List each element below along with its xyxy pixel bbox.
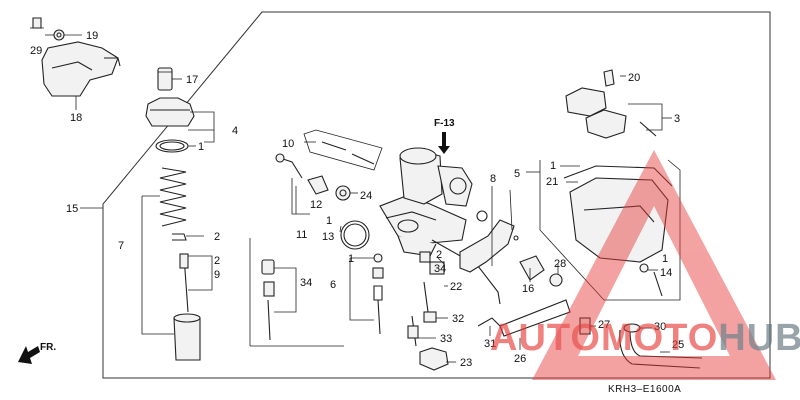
callout-1e: 1: [662, 253, 668, 265]
callout-2b: 2: [214, 255, 220, 267]
callout-25: 25: [672, 339, 684, 351]
callout-32: 32: [452, 313, 464, 325]
callout-8: 8: [490, 173, 496, 185]
watermark: AUTOMOTOHUB: [490, 150, 800, 380]
callout-13: 13: [322, 231, 334, 243]
callout-4: 4: [232, 125, 238, 137]
callout-11: 11: [296, 229, 307, 241]
callout-1d: 1: [550, 160, 556, 172]
callout-29: 29: [30, 45, 42, 57]
callout-7: 7: [118, 240, 124, 252]
callout-24: 24: [360, 190, 372, 202]
filter-parts: [565, 69, 657, 139]
reference-label: F-13: [434, 118, 455, 129]
callout-15: 15: [66, 203, 78, 215]
callout-10: 10: [282, 138, 294, 150]
throttle-spring: [159, 167, 187, 227]
callout-21: 21: [546, 176, 558, 188]
callout-6: 6: [330, 279, 336, 291]
watermark-part-auto: AUTO: [490, 317, 601, 359]
callout-34b: 34: [434, 263, 446, 275]
callout-30: 30: [654, 321, 666, 333]
watermark-triangle-icon: [532, 150, 776, 380]
callout-3: 3: [674, 113, 680, 125]
throttle-slide: [173, 317, 201, 361]
spring-needle-slide-group: [159, 167, 201, 361]
callout-1b: 1: [326, 215, 332, 227]
diagram-frame: [102, 11, 771, 379]
watermark-part-hub: HUB: [718, 317, 800, 359]
callout-19: 19: [86, 30, 98, 42]
watermark-part-moto: MOTO: [601, 317, 718, 359]
callout-27: 27: [598, 319, 610, 331]
callout-labels: 29 19 18 17 4 1 15 7 2 2 9 10 12 11 24 1…: [30, 30, 684, 369]
reference-arrow-icon: [438, 132, 450, 154]
direction-label: FR.: [40, 342, 56, 353]
callout-34a: 34: [300, 277, 312, 289]
cover-group: [30, 17, 121, 97]
air-screw-group: [275, 129, 383, 250]
callout-33: 33: [440, 333, 452, 345]
callout-1a: 1: [198, 141, 204, 153]
float-bowl-parts: [459, 210, 591, 337]
callout-9: 9: [214, 269, 220, 281]
jets-group: [249, 238, 449, 371]
callout-5: 5: [514, 168, 520, 180]
front-direction-arrow: FR.: [18, 342, 56, 364]
front-arrow-icon: [18, 346, 40, 364]
callout-14: 14: [660, 267, 672, 279]
callout-2a: 2: [214, 231, 220, 243]
callout-23: 23: [460, 357, 472, 369]
callout-26: 26: [514, 353, 526, 365]
callout-17: 17: [186, 74, 198, 86]
drain-hose: [619, 323, 703, 369]
callout-20: 20: [628, 72, 640, 84]
callout-18: 18: [70, 112, 82, 124]
carburetor-top-cover: [41, 41, 119, 97]
float-chamber: [539, 159, 681, 301]
top-cap: [145, 97, 195, 127]
top-cap-group: [145, 67, 195, 153]
callout-16: 16: [522, 283, 534, 295]
callout-28: 28: [554, 258, 566, 270]
callout-2c: 2: [436, 249, 442, 261]
callout-31: 31: [484, 338, 496, 350]
drawing-code: KRH3–E1600A: [608, 384, 681, 395]
carburetor-body: [379, 147, 501, 305]
callout-1c: 1: [348, 253, 354, 265]
svg-text:AUTOMOTOHUB: AUTOMOTOHUB: [490, 317, 800, 359]
callout-22: 22: [450, 281, 462, 293]
callout-12: 12: [310, 199, 322, 211]
leader-lines: [45, 34, 672, 363]
